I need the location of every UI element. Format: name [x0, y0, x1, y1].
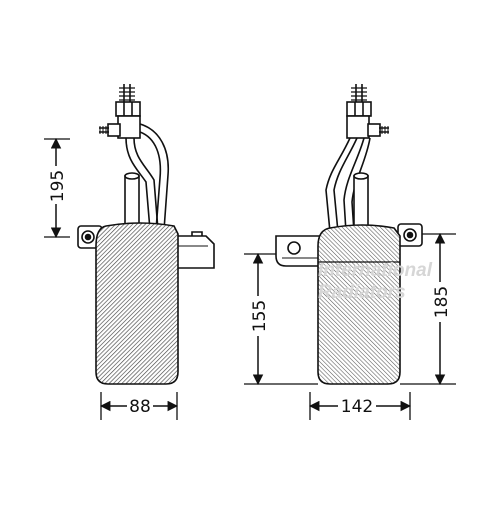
- right-hex-nut: [346, 101, 372, 117]
- right-pipes: [325, 137, 371, 233]
- dim-label-142: 142: [341, 397, 373, 417]
- dim-left-height: 195: [44, 137, 70, 239]
- left-service-port: [99, 123, 121, 137]
- dim-label-88: 88: [129, 397, 151, 417]
- right-service-port: [367, 123, 389, 137]
- dim-label-155: 155: [250, 300, 270, 332]
- left-hex-nut: [115, 101, 141, 117]
- left-side-clip: [176, 231, 215, 269]
- left-threaded-stud: [119, 84, 135, 102]
- left-drier-body: [95, 222, 179, 385]
- dim-right-body-height: 155: [244, 252, 318, 386]
- watermark-line-1: International: [318, 260, 433, 281]
- right-drier-body: [317, 224, 401, 385]
- watermark-line-2: Radiators: [318, 282, 406, 303]
- dim-left-width: 88: [99, 392, 179, 420]
- dim-right-width: 142: [308, 392, 412, 420]
- dim-label-185: 185: [432, 286, 452, 318]
- dim-right-total-height: 185: [400, 232, 456, 386]
- left-pipes: [124, 123, 170, 231]
- right-side-plate: [275, 235, 323, 267]
- dim-label-195: 195: [48, 170, 68, 202]
- watermark: International Radiators: [318, 260, 433, 303]
- right-drier-view: [275, 84, 423, 385]
- right-mounting-bracket: [397, 223, 423, 247]
- right-valve-block: [346, 115, 370, 139]
- right-threaded-stud: [351, 84, 367, 102]
- left-valve-block: [117, 115, 141, 139]
- left-drier-view: [77, 84, 215, 385]
